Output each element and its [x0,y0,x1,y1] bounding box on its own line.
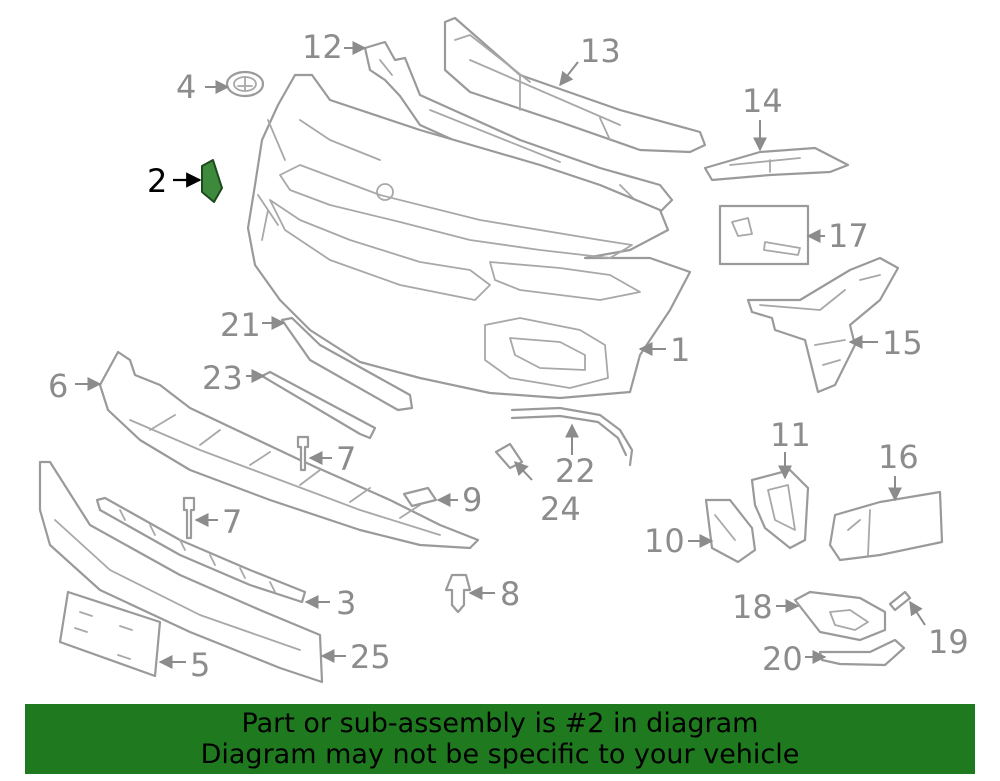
label-23: 23 [202,359,243,397]
label-11: 11 [770,416,811,454]
label-2: 2 [147,162,167,200]
label-22: 22 [555,452,596,490]
part-7b-shape [182,496,196,540]
label-5: 5 [190,646,210,684]
label-19: 19 [928,623,969,661]
label-17: 17 [828,217,869,255]
part-19-shape [888,590,912,612]
label-21: 21 [220,306,261,344]
part-7a-shape [296,435,310,472]
label-1: 1 [670,331,690,369]
part-23-shape [260,370,377,440]
arrow-24 [514,460,533,481]
part-6-shape [98,350,480,550]
part-16-shape [828,490,944,562]
part-9-shape [402,486,438,508]
arrow-13 [559,61,579,87]
label-6: 6 [48,367,68,405]
part-15-shape [746,256,900,394]
part-10-shape [704,498,757,564]
info-banner: Part or sub-assembly is #2 in diagram Di… [25,704,975,774]
part-21-shape [280,316,414,412]
parts-diagram: 12 13 4 2 14 17 15 1 21 23 6 7 22 24 9 7… [38,16,969,684]
label-4: 4 [176,68,196,106]
part-5-shape [58,590,162,678]
part-8-shape [444,573,472,614]
part-17-shape [718,204,810,266]
label-7b: 7 [222,503,242,541]
part-11-shape [750,468,810,550]
part-1-shape [246,73,692,400]
label-3: 3 [336,584,356,622]
part-20-shape [818,638,906,667]
label-15: 15 [882,324,923,362]
label-10: 10 [644,522,685,560]
label-13: 13 [580,32,621,70]
label-8: 8 [500,575,520,613]
part-2-shape [201,159,223,203]
part-12-shape [363,40,674,214]
part-4-shape [225,70,265,98]
label-14: 14 [742,82,783,120]
arrow-19 [909,600,926,626]
label-20: 20 [762,640,803,678]
part-25-shape [38,460,324,684]
part-3-shape [95,496,307,604]
part-13-shape [443,16,707,154]
label-24: 24 [540,490,581,528]
label-12: 12 [302,28,343,66]
label-25: 25 [350,638,391,676]
part-14-shape [703,146,850,182]
banner-line-2: Diagram may not be specific to your vehi… [200,739,800,770]
label-9: 9 [462,481,482,519]
banner-line-1: Part or sub-assembly is #2 in diagram [241,708,759,739]
part-22-shape [510,406,634,467]
part-18-shape [793,590,887,642]
label-16: 16 [878,438,919,476]
label-18: 18 [732,588,773,626]
label-7a: 7 [336,440,356,478]
